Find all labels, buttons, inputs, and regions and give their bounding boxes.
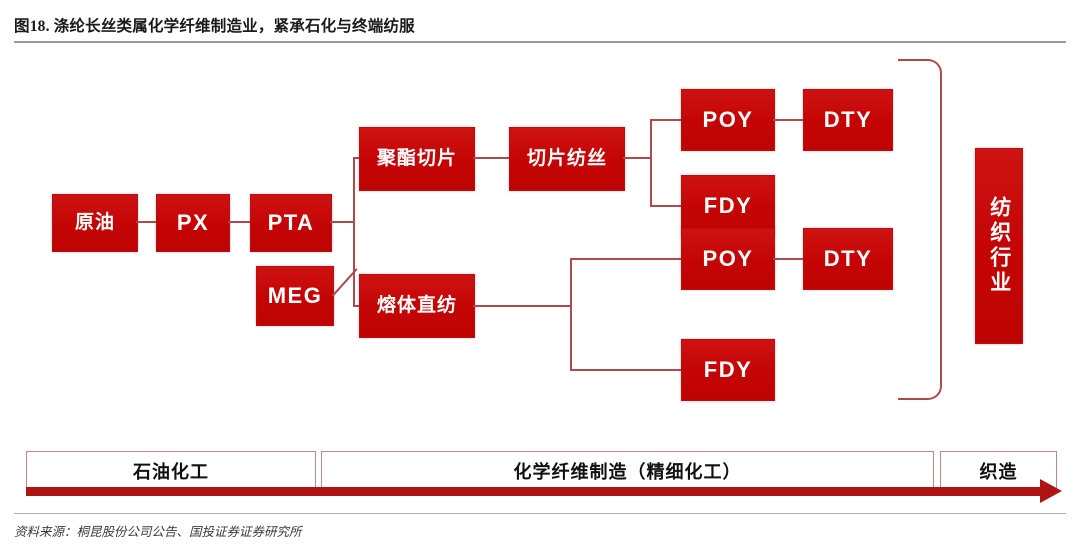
node-textile-industry: 纺织行业: [975, 148, 1023, 344]
connector-poy-dty-bottom: [773, 258, 803, 260]
stage-petrochemical: 石油化工: [26, 451, 316, 490]
node-dty-top: DTY: [803, 89, 893, 151]
connector-branch-fdy-top: [650, 205, 682, 207]
node-chip-spinning: 切片纺丝: [509, 127, 625, 191]
connector-branch-poy-top: [650, 119, 682, 121]
connector-poy-dty-top: [773, 119, 803, 121]
node-meg: MEG: [256, 266, 334, 326]
source-note: 资料来源：桐昆股份公司公告、国投证券证券研究所: [14, 525, 302, 539]
source-divider: [14, 513, 1066, 514]
node-polyester-chip: 聚酯切片: [359, 127, 475, 191]
connector-px-pta: [228, 221, 250, 223]
connector-spinning-branch: [623, 157, 651, 159]
node-pta: PTA: [250, 194, 332, 252]
node-dty-bottom: DTY: [803, 228, 893, 290]
process-arrow-head: [1040, 479, 1062, 503]
node-fdy-bottom: FDY: [681, 339, 775, 401]
connector-split-bus: [353, 157, 355, 307]
title-divider: [14, 41, 1066, 43]
connector-branch-fdy-bottom: [570, 369, 682, 371]
connector-branch-poy-bottom: [570, 258, 682, 260]
connector-chip-spinning: [473, 157, 509, 159]
connector-melt-branch: [473, 305, 571, 307]
node-fdy-top: FDY: [681, 175, 775, 237]
process-arrow-bar: [26, 487, 1046, 496]
connector-top-branch-bus: [650, 119, 652, 207]
node-px: PX: [156, 194, 230, 252]
connector-bottom-branch-bus: [570, 258, 572, 371]
connector-oil-px: [136, 221, 156, 223]
node-poy-bottom: POY: [681, 228, 775, 290]
node-crude-oil: 原油: [52, 194, 138, 252]
node-poy-top: POY: [681, 89, 775, 151]
output-bracket: [898, 59, 942, 400]
page-title: 图18. 涤纶长丝类属化学纤维制造业，紧承石化与终端纺服: [14, 18, 415, 35]
stage-weaving: 织造: [940, 451, 1057, 490]
node-melt-direct-spinning: 熔体直纺: [359, 274, 475, 338]
stage-chemical-fiber: 化学纤维制造（精细化工）: [321, 451, 934, 490]
diagram-canvas: 原油 PX PTA MEG 聚酯切片 切片纺丝 POY DTY FDY 熔体直纺: [0, 46, 1080, 512]
connector-pta-bus: [330, 221, 354, 223]
